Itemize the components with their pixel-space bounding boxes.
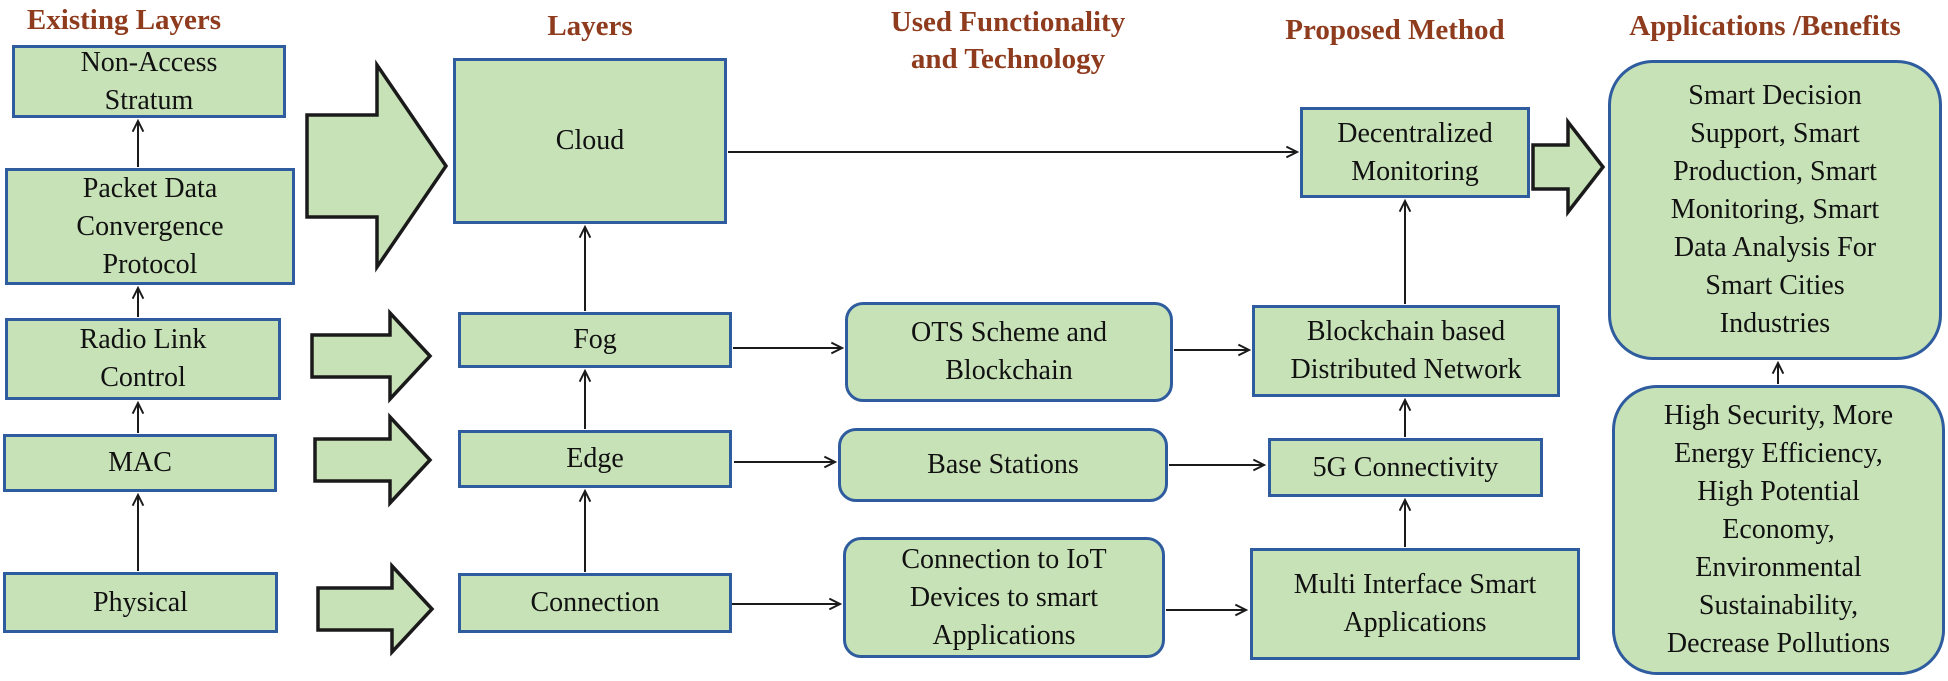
header-applications-benefits: Applications /Benefits [1629,10,1901,42]
box-5g-connectivity: 5G Connectivity [1268,438,1543,497]
box-multi-interface-smart-applications: Multi Interface Smart Applications [1250,548,1580,660]
header-layers: Layers [547,10,633,42]
block-arrow-to-fog [310,308,433,404]
box-mac: MAC [3,434,277,492]
header-existing-layers: Existing Layers [26,4,222,36]
box-fog: Fog [458,312,732,368]
box-applications-benefits-top: Smart Decision Support, Smart Production… [1608,60,1942,360]
box-non-access-stratum: Non-Access Stratum [12,45,286,118]
block-arrow-existing-stack-to-cloud [305,59,449,273]
box-decentralized-monitoring: Decentralized Monitoring [1300,107,1530,198]
box-edge: Edge [458,430,732,488]
box-physical: Physical [3,572,278,633]
box-radio-link-control: Radio Link Control [5,318,281,400]
box-connection: Connection [458,573,732,633]
box-connection-to-iot: Connection to IoT Devices to smart Appli… [843,537,1165,658]
box-ots-scheme-blockchain: OTS Scheme and Blockchain [845,302,1173,402]
block-arrow-to-edge [313,412,433,508]
block-arrow-to-connection [316,561,435,657]
box-blockchain-distributed-network: Blockchain based Distributed Network [1252,305,1560,397]
box-packet-data-convergence-protocol: Packet Data Convergence Protocol [5,168,295,285]
box-applications-benefits-bottom: High Security, More Energy Efficiency, H… [1612,385,1945,675]
box-cloud: Cloud [453,58,727,224]
box-base-stations: Base Stations [838,428,1168,502]
header-used-functionality: Used Functionality and Technology [890,6,1126,75]
block-arrow-decentralized-to-applications [1531,116,1606,218]
header-proposed-method: Proposed Method [1285,14,1505,46]
